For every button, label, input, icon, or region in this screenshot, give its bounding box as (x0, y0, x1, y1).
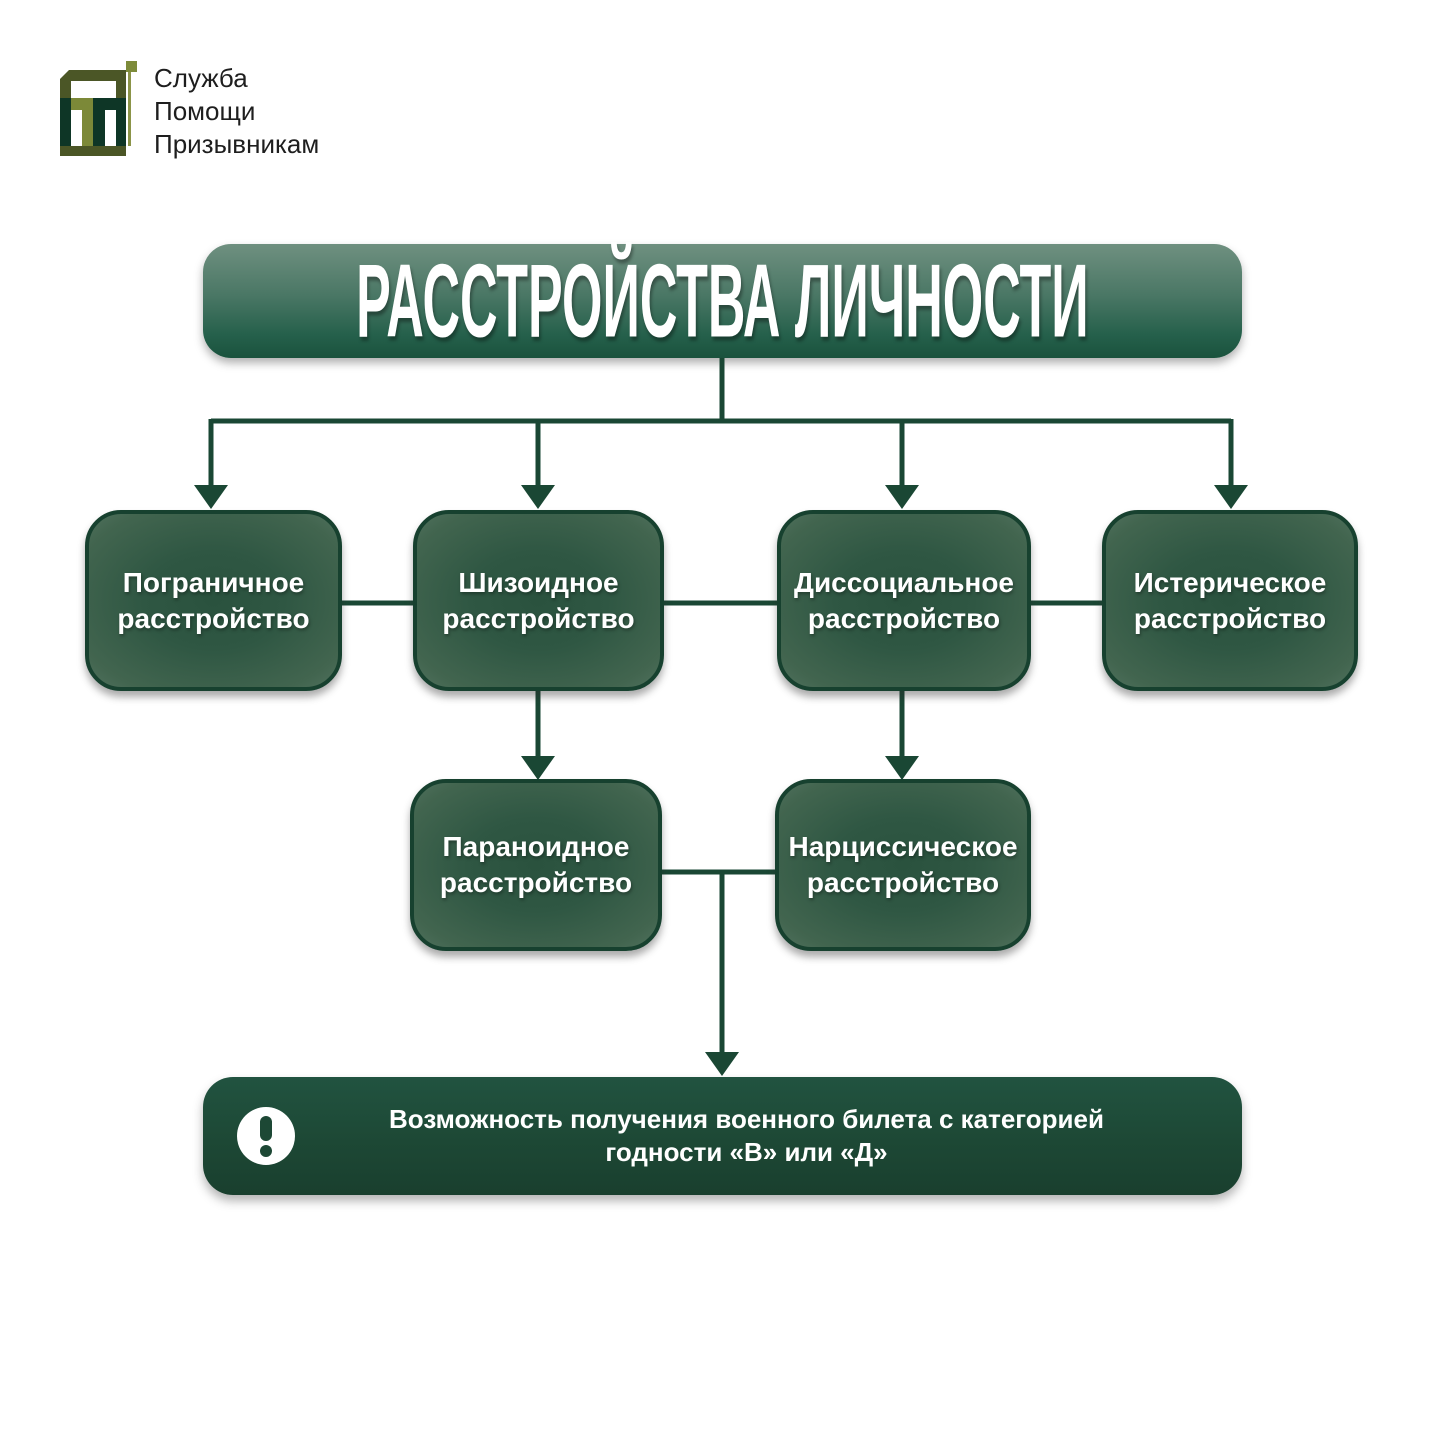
node-label: Пограничное (122, 566, 305, 598)
footer-text-line: годности «В» или «Д» (605, 1137, 888, 1167)
logo-mark-segment (128, 72, 131, 146)
logo-mark-segment (116, 110, 126, 146)
node-label: Шизоидное (458, 566, 619, 598)
logo-mark-segment (116, 81, 126, 98)
arrowhead-icon (1214, 485, 1248, 509)
logo-mark (60, 60, 140, 156)
node-label: Диссоциальное (794, 566, 1014, 598)
logo-text: Служба Помощи Призывникам (154, 62, 319, 161)
exclamation-bar (260, 1115, 272, 1141)
node-label: расстройство (806, 867, 1000, 898)
logo-text-line: Помощи (154, 96, 256, 126)
node-paranoid: Параноидное расстройство (410, 779, 662, 951)
logo-mark-segment (126, 61, 137, 72)
exclamation-dot (260, 1144, 272, 1157)
exclamation-icon (237, 1107, 295, 1165)
title-banner: РАССТРОЙСТВА ЛИЧНОСТИ (203, 242, 1242, 359)
footer-banner: Возможность получения военного билета с … (203, 1077, 1242, 1195)
logo-mark-segment (82, 110, 93, 146)
logo-mark-segment (93, 110, 105, 146)
node-label: расстройство (117, 602, 310, 634)
footer-text: Возможность получения военного билета с … (295, 1103, 1198, 1169)
logo-mark-segment (71, 81, 116, 98)
logo-mark-segment (105, 110, 116, 146)
logo-mark-segment (60, 146, 126, 156)
logo-mark-segment (93, 98, 126, 110)
logo-mark-segment (71, 98, 93, 110)
page-title: РАССТРОЙСТВА ЛИЧНОСТИ (356, 242, 1089, 359)
node-dissocial: Диссоциальное расстройство (777, 510, 1031, 691)
footer-text-line: Возможность получения военного билета с … (389, 1104, 1104, 1134)
logo-text-line: Призывникам (154, 129, 320, 159)
node-label: Параноидное (442, 831, 630, 862)
arrowhead-icon (521, 756, 555, 780)
node-borderline: Пограничное расстройство (85, 510, 342, 691)
node-label: расстройство (1133, 602, 1327, 634)
node-schizoid: Шизоидное расстройство (413, 510, 664, 691)
node-histrionic: Истерическое расстройство (1102, 510, 1358, 691)
arrowhead-icon (885, 485, 919, 509)
logo: Служба Помощи Призывникам (60, 60, 319, 161)
node-label: Нарциссическое (788, 831, 1018, 862)
logo-mark-segment (60, 81, 71, 98)
node-label: Истерическое (1133, 566, 1327, 598)
arrowhead-icon (194, 485, 228, 509)
node-narcissistic: Нарциссическое расстройство (775, 779, 1031, 951)
logo-mark-segment (71, 110, 82, 146)
arrowhead-icon (521, 485, 555, 509)
logo-mark-segment (60, 98, 71, 146)
logo-text-line: Служба (154, 63, 248, 93)
node-label: расстройство (442, 602, 635, 634)
node-label: расстройство (439, 867, 633, 898)
node-label: расстройство (807, 602, 1001, 634)
arrowhead-icon (705, 1052, 739, 1076)
arrowhead-icon (885, 756, 919, 780)
logo-mark-segment (60, 70, 126, 81)
